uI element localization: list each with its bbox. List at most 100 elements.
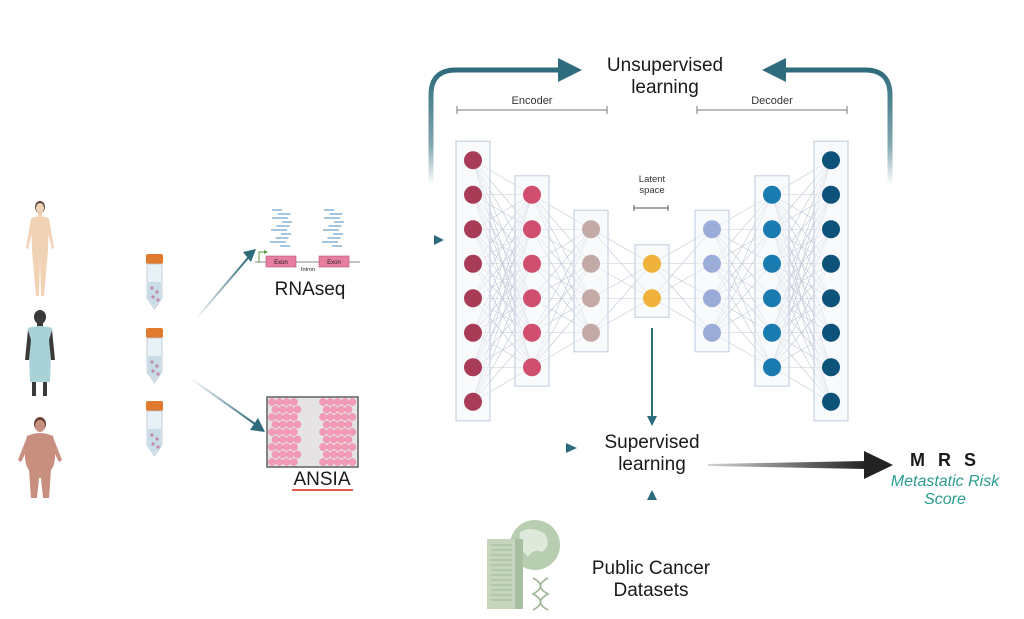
patient-plus-size-icon	[18, 417, 62, 498]
unsupervised-loop-right	[762, 58, 893, 185]
network-node	[523, 220, 541, 239]
cell	[348, 458, 357, 466]
cell	[333, 428, 342, 436]
network-node	[464, 289, 482, 308]
cell	[344, 435, 353, 444]
cell	[286, 450, 294, 459]
cell	[341, 443, 349, 451]
ansia-label: ANSIA	[293, 469, 351, 490]
cell	[282, 428, 291, 436]
unsupervised-line-1: Unsupervised	[606, 55, 724, 76]
sample-tube-icon	[146, 254, 163, 310]
network-node	[464, 220, 482, 239]
cell	[293, 435, 302, 444]
network-node	[822, 220, 840, 239]
cell	[319, 413, 327, 421]
cell	[275, 398, 284, 406]
cell	[282, 443, 291, 451]
unsupervised-loop-left	[428, 58, 582, 185]
exon-2	[318, 255, 350, 268]
svg-text:Intron: Intron	[301, 267, 315, 273]
supervised-line-2: learning	[618, 453, 686, 475]
network-node	[582, 289, 600, 308]
network-node	[822, 151, 840, 170]
cell	[348, 428, 357, 436]
ansia-cell-image	[266, 396, 359, 468]
network-node	[643, 254, 661, 273]
svg-text:Exon: Exon	[274, 260, 288, 266]
cell	[268, 443, 276, 451]
network-layer-box	[754, 175, 790, 387]
network-node	[464, 358, 482, 377]
cell	[333, 413, 342, 421]
network-node	[822, 289, 840, 308]
network-nodes	[464, 151, 840, 411]
rnaseq-label: RNAseq	[274, 279, 346, 300]
cell	[268, 413, 276, 421]
datasets-to-supervised-arrow	[647, 490, 657, 555]
cell	[348, 413, 357, 421]
cell	[322, 405, 331, 414]
cell	[330, 450, 338, 459]
cell	[286, 405, 294, 414]
encoder-label: Encoder	[511, 95, 553, 107]
network-node	[703, 220, 721, 239]
network-node	[523, 254, 541, 273]
cell	[268, 458, 276, 466]
network-node	[822, 254, 840, 273]
mrs-label: M R S	[909, 450, 980, 470]
cell	[293, 420, 302, 429]
metastatic-risk-score-label: Metastatic Risk Score	[870, 473, 1020, 510]
network-node	[703, 323, 721, 342]
network-node	[763, 323, 781, 342]
cell	[322, 435, 331, 444]
tube-to-ansia-arrow	[189, 377, 265, 432]
cell	[282, 398, 291, 406]
public-cancer-datasets-label: Public Cancer Datasets	[571, 558, 731, 602]
network-node	[763, 289, 781, 308]
supervised-to-mrs-arrow	[708, 451, 893, 479]
network-node	[582, 220, 600, 239]
cell	[341, 398, 349, 406]
cell	[290, 458, 298, 466]
cell	[341, 413, 349, 421]
supervised-learning-label: Supervised learning	[572, 432, 732, 476]
cell	[326, 428, 335, 436]
network-node	[582, 254, 600, 273]
cell	[337, 420, 346, 429]
cell	[271, 435, 280, 444]
network-node	[703, 254, 721, 273]
cell	[271, 420, 280, 429]
latent-to-supervised-arrow	[647, 328, 657, 426]
network-layer-box	[514, 175, 550, 387]
cell	[330, 405, 338, 414]
network-node	[464, 323, 482, 342]
cell	[275, 458, 284, 466]
patient-gown-icon	[25, 310, 55, 396]
rnaseq-gene-icon: Exon Exon Intron	[255, 209, 360, 273]
cell	[278, 405, 287, 414]
cell	[326, 413, 335, 421]
mrs-sub-line-2: Score	[924, 491, 966, 509]
cell	[337, 405, 346, 414]
cell	[326, 398, 335, 406]
cell	[290, 398, 298, 406]
cell	[333, 443, 342, 451]
network-node	[523, 323, 541, 342]
cell	[275, 413, 284, 421]
unsupervised-line-2: learning	[631, 76, 699, 98]
cell	[330, 420, 338, 429]
cell	[293, 405, 302, 414]
cell	[271, 450, 280, 459]
network-node	[763, 254, 781, 273]
cell	[319, 428, 327, 436]
unsupervised-learning-label: Unsupervised learning	[585, 55, 745, 99]
public-datasets-icon	[487, 520, 560, 611]
latent-line-2: space	[639, 184, 665, 196]
patient-female-icon	[26, 201, 54, 296]
network-node	[822, 392, 840, 411]
network-layer-box	[813, 140, 849, 422]
datasets-line-2: Datasets	[613, 579, 689, 601]
encoder-bracket	[456, 106, 608, 114]
cell	[268, 428, 276, 436]
